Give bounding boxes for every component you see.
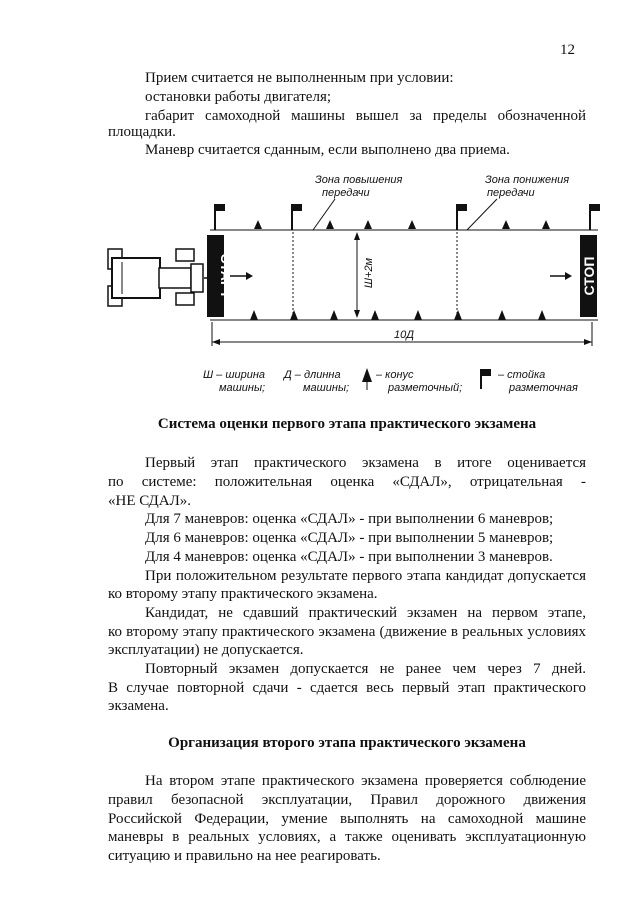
- cone-icon: [371, 310, 379, 320]
- cone-icon: [290, 310, 298, 320]
- legend-cone-icon: [362, 368, 372, 390]
- cone-icon: [326, 220, 334, 229]
- start-bar: [207, 235, 224, 317]
- zone-down-label-2: передачи: [487, 187, 535, 199]
- top-flags: [214, 204, 600, 230]
- cone-icon: [254, 220, 262, 229]
- s1-p4-line3: экзамена.: [108, 698, 169, 714]
- top-cones: [254, 220, 550, 229]
- s2-p1-line1: На втором этапе практического экзамена п…: [145, 773, 586, 789]
- cone-icon: [538, 310, 546, 320]
- s2-p1-line3: Российской Федерации, умение выполнять н…: [108, 811, 586, 827]
- section1-heading: Система оценки первого этапа практическо…: [157, 416, 537, 432]
- cone-icon: [330, 310, 338, 320]
- legend-post-2: разметочная: [508, 382, 578, 394]
- s1-p4-line1: Повторный экзамен допускается не ранее ч…: [145, 661, 586, 677]
- s2-p1-line4: маневры в реальных условиях, а также оце…: [108, 829, 586, 845]
- zone-up-leader: [312, 198, 336, 231]
- zone-up-label-1: Зона повышения: [315, 174, 403, 186]
- legend-post-1: – стойка: [497, 369, 545, 381]
- flag-post-icon: [589, 204, 600, 230]
- length-dimension: [211, 322, 593, 346]
- intro-line-4: площадки.: [108, 124, 176, 140]
- cone-icon: [250, 310, 258, 320]
- intro-line-5: Маневр считается сданным, если выполнено…: [145, 142, 510, 158]
- flag-post-icon: [291, 204, 302, 230]
- cone-icon: [498, 310, 506, 320]
- s1-item2: Для 6 маневров: оценка «СДАЛ» - при выпо…: [145, 530, 554, 546]
- s1-item3: Для 4 маневров: оценка «СДАЛ» - при выпо…: [145, 549, 553, 565]
- s1-p1-line2: по системе: положительная оценка «СДАЛ»,…: [108, 474, 586, 490]
- stop-bar: [580, 235, 597, 317]
- s1-item1: Для 7 маневров: оценка «СДАЛ» - при выпо…: [145, 511, 554, 527]
- s2-p1-line5: ситуацию и правильно на нее реагировать.: [108, 848, 381, 864]
- zone-down-leader: [466, 198, 498, 231]
- flag-post-icon: [456, 204, 467, 230]
- section2-heading: Организация второго этапа практического …: [168, 735, 526, 751]
- s1-p2-line2: ко второму этапу практического экзамена.: [108, 586, 378, 602]
- zone-up-label-2: передачи: [322, 187, 370, 199]
- width-dimension: [354, 232, 360, 318]
- start-label: СТАРТ: [218, 253, 234, 299]
- s1-p4-line2: В случае повторной сдачи - сдается весь …: [108, 680, 586, 696]
- start-arrow-icon: [230, 272, 253, 280]
- legend-width-1: Ш – ширина: [203, 369, 265, 381]
- intro-line-1: Прием считается не выполненным при услов…: [145, 70, 454, 86]
- zone-down-label-1: Зона понижения: [485, 174, 569, 186]
- length-label: 10Д: [394, 329, 414, 341]
- legend-flag-icon: [480, 369, 491, 389]
- tractor-icon: [107, 248, 208, 307]
- cone-icon: [502, 220, 510, 229]
- bottom-cones: [250, 310, 546, 320]
- s1-p3-line2: ко второму этапу практического экзамена …: [108, 624, 586, 640]
- width-label: Ш+2м: [363, 257, 375, 288]
- cone-icon: [542, 220, 550, 229]
- cone-icon: [414, 310, 422, 320]
- legend-cone-2: разметочный;: [387, 382, 462, 394]
- legend-cone-1: – конус: [375, 369, 414, 381]
- page-number: 12: [560, 42, 575, 58]
- stop-label: СТОП: [581, 257, 597, 296]
- s1-p3-line3: эксплуатации) не допускается.: [108, 642, 304, 658]
- s1-p1-line1: Первый этап практического экзамена в ито…: [145, 455, 586, 471]
- legend-length-2: машины;: [303, 382, 349, 394]
- legend-width-2: машины;: [219, 382, 265, 394]
- maneuver-diagram: Зона повышения передачи Зона понижения п…: [107, 174, 600, 394]
- s1-p1-line3: «НЕ СДАЛ».: [108, 493, 191, 509]
- s1-p3-line1: Кандидат, не сдавший практический экзаме…: [145, 605, 586, 621]
- intro-line-3: габарит самоходной машины вышел за преде…: [145, 108, 586, 124]
- flag-post-icon: [214, 204, 225, 230]
- intro-line-2: остановки работы двигателя;: [145, 89, 332, 105]
- legend-length-1: Д – длинна: [282, 369, 341, 381]
- cone-icon: [408, 220, 416, 229]
- cone-icon: [454, 310, 462, 320]
- s2-p1-line2: правил безопасной эксплуатации, Правил д…: [108, 792, 586, 808]
- s1-p2-line1: При положительном результате первого эта…: [145, 568, 586, 584]
- stop-arrow-icon: [550, 272, 572, 280]
- cone-icon: [364, 220, 372, 229]
